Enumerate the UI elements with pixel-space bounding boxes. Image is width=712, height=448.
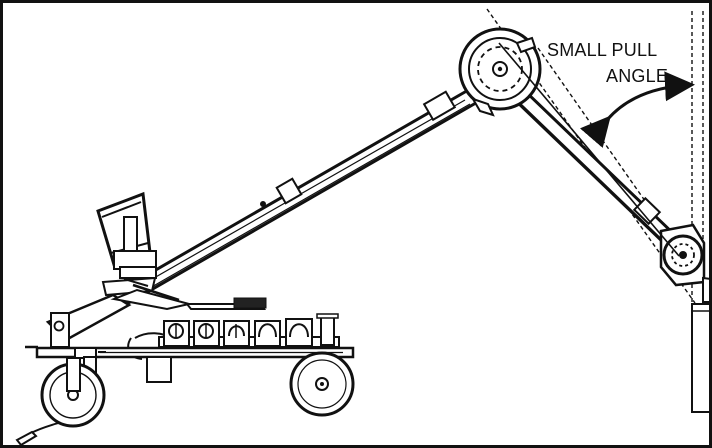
conduit [691, 303, 709, 413]
holder-6 [320, 316, 335, 346]
front-wheel [40, 357, 106, 428]
accessory-holders [158, 313, 340, 348]
conduit-body [691, 303, 709, 413]
upper-boom-collar [632, 196, 662, 226]
angle-label-line-1: SMALL PULL [547, 40, 658, 60]
rear-wheel [289, 351, 355, 417]
holder-4 [254, 320, 281, 347]
lower-sheave [659, 223, 709, 303]
holder-2 [193, 320, 220, 347]
holder-5 [285, 318, 313, 347]
upper-boom [493, 69, 686, 255]
holder-1 [163, 320, 190, 347]
boom-clamp [275, 177, 303, 205]
angle-arrow [579, 71, 695, 148]
cable-puller-diagram [15, 8, 709, 445]
pull-cable [498, 42, 680, 257]
boom-clamp-2 [422, 90, 457, 122]
holder-3 [223, 320, 250, 347]
angle-label-line-2: ANGLE [606, 66, 669, 86]
base-mechanism [45, 278, 267, 360]
